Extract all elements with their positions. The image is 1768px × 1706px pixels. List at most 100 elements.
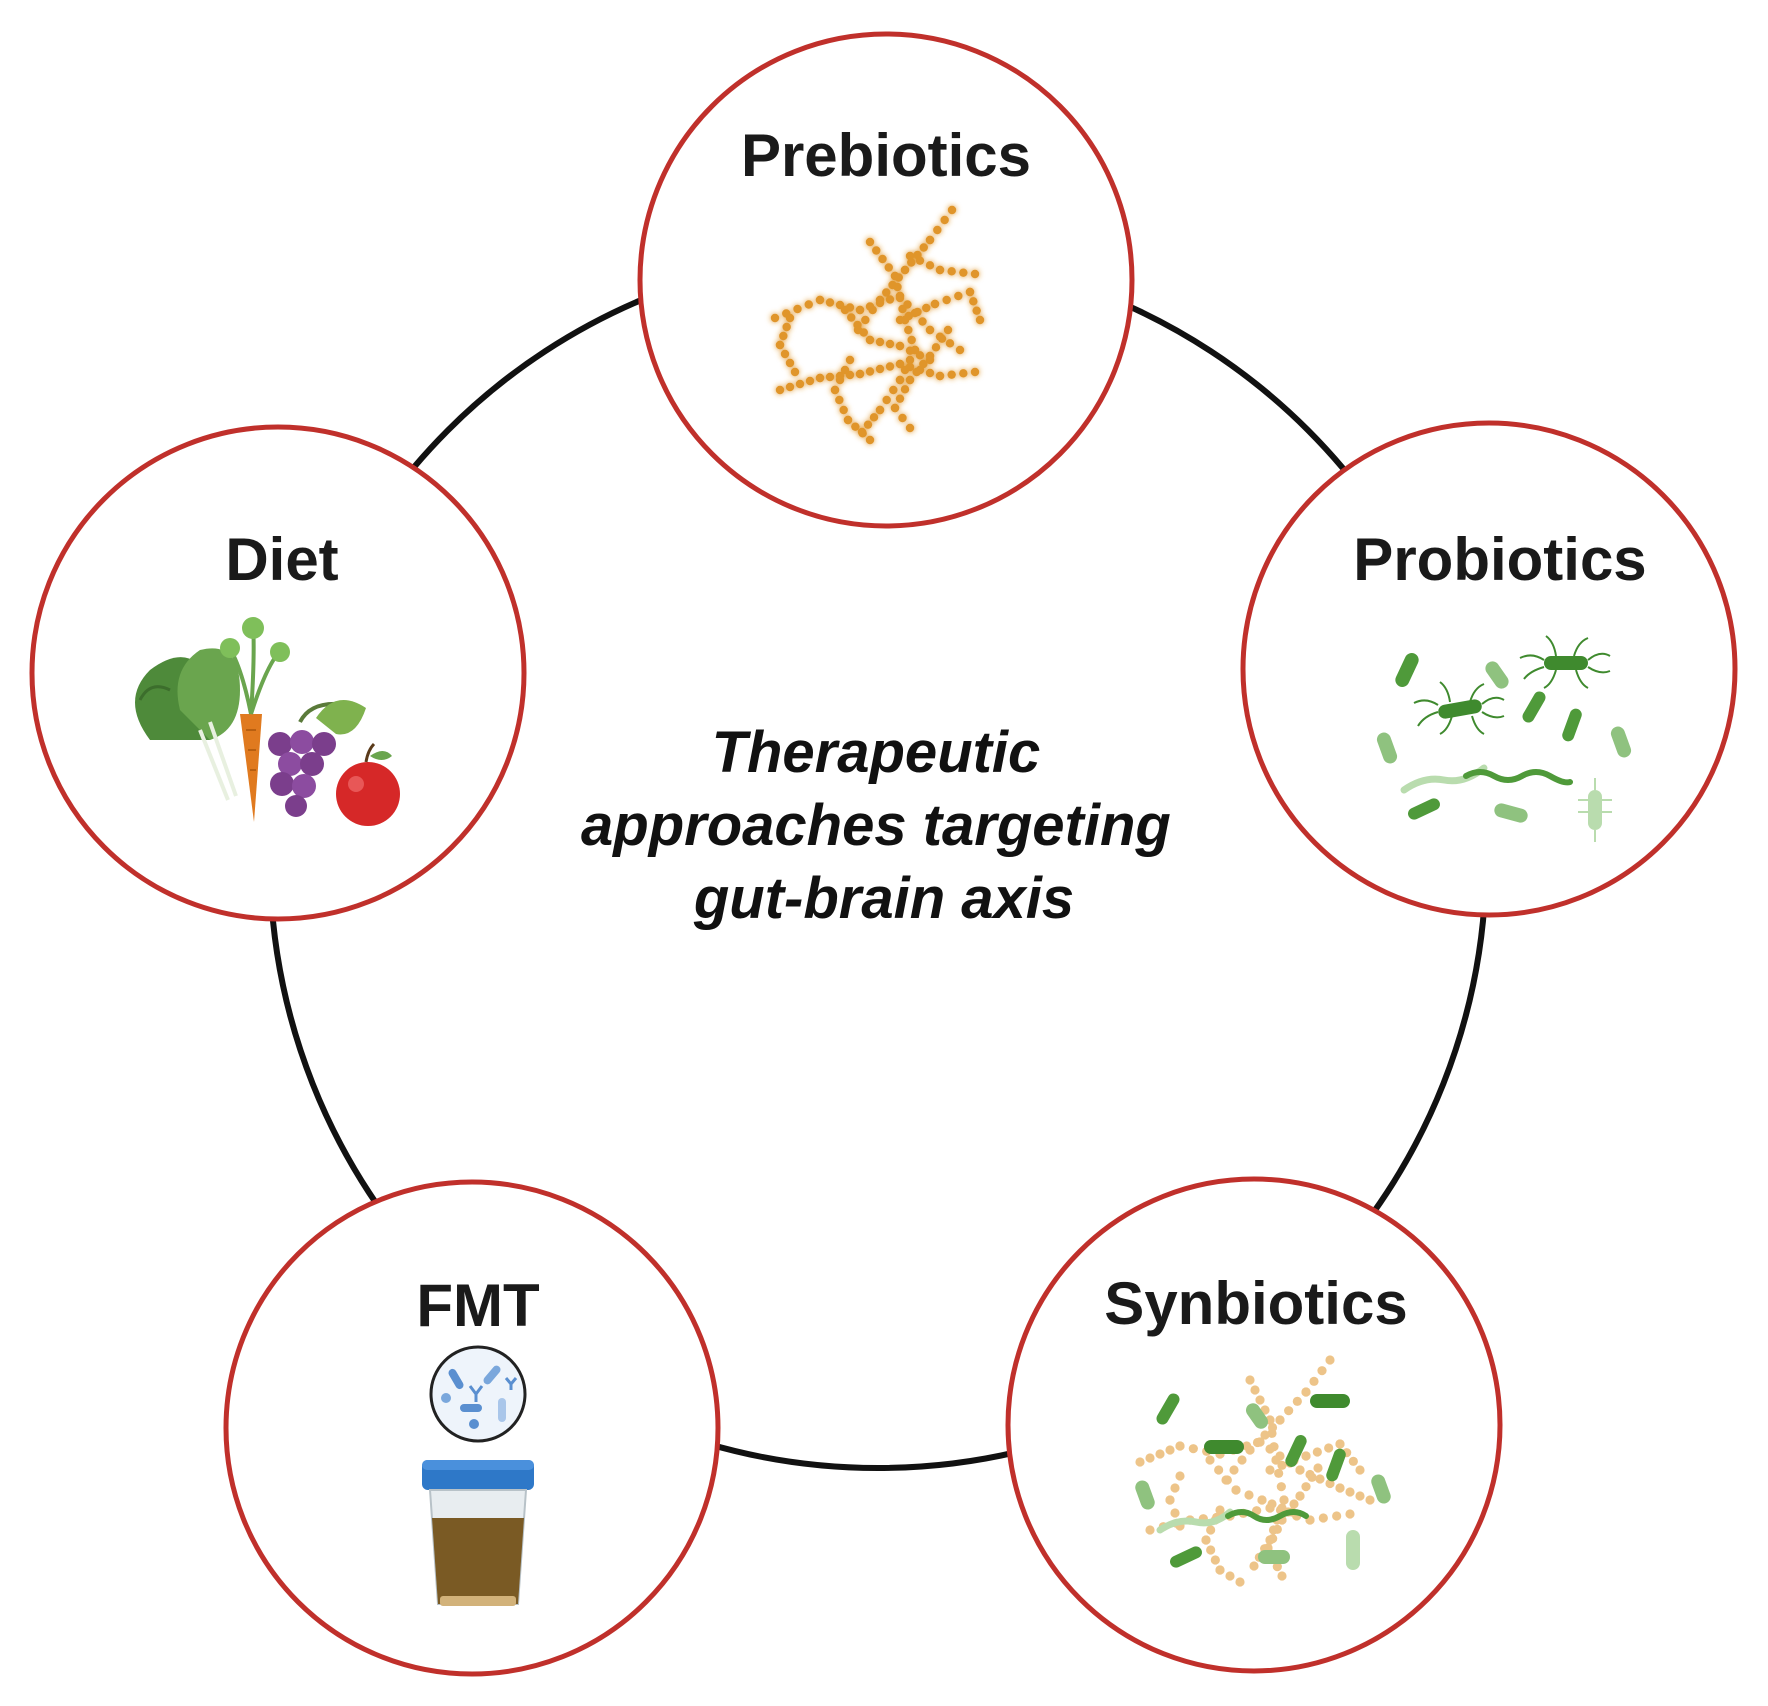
fiber-bead: [1170, 1483, 1180, 1493]
fiber-bead: [790, 367, 800, 377]
fiber-bead: [1222, 1475, 1232, 1485]
fiber-bead: [905, 362, 915, 372]
fiber-bead: [845, 355, 855, 365]
fiber-bead: [1275, 1415, 1285, 1425]
fiber-bead: [900, 265, 910, 275]
fiber-bead: [861, 315, 870, 325]
fiber-bead: [925, 368, 935, 378]
fiber-bead: [895, 341, 905, 351]
fiber-bead: [863, 420, 873, 429]
fiber-bead: [793, 304, 802, 314]
fiber-bead: [1309, 1376, 1319, 1386]
fiber-bead: [945, 339, 955, 348]
fiber-bead: [804, 300, 813, 309]
fiber-bead: [1252, 1437, 1263, 1448]
fiber-bead: [975, 315, 985, 325]
fiber-bead: [875, 405, 885, 415]
fiber-bead: [859, 328, 868, 337]
fiber-bead: [1237, 1455, 1247, 1465]
fiber-bead: [825, 372, 835, 382]
fiber-bead: [882, 395, 891, 405]
fiber-bead: [770, 313, 780, 323]
fiber-bead: [959, 369, 968, 378]
fiber-bead: [851, 422, 860, 431]
fiber-bead: [865, 335, 875, 345]
fiber-bead: [868, 305, 877, 315]
fiber-bead: [869, 413, 879, 422]
fiber-bead: [1210, 1555, 1220, 1565]
fiber-bead: [1244, 1490, 1254, 1500]
fiber-bead: [898, 304, 907, 314]
fiber-bead: [937, 334, 947, 343]
fiber-bead: [972, 306, 981, 315]
fiber-bead: [919, 243, 928, 252]
fiber-bead: [1271, 1455, 1281, 1465]
fiber-bead: [1135, 1457, 1145, 1467]
fiber-bead: [1267, 1499, 1277, 1509]
fiber-bead: [905, 375, 915, 385]
fiber-bead: [1295, 1465, 1305, 1475]
fiber-bead: [888, 280, 897, 290]
probiotics-label: Probiotics: [1353, 526, 1646, 593]
fiber-bead: [1214, 1465, 1224, 1475]
fiber-bead: [875, 295, 885, 305]
fiber-bead: [875, 337, 885, 347]
fiber-bead: [1225, 1571, 1235, 1581]
fiber-bead: [1279, 1495, 1289, 1505]
fiber-bead: [1317, 1366, 1327, 1376]
fiber-bead: [779, 331, 788, 341]
fiber-bead: [1170, 1508, 1180, 1518]
fiber-bead: [782, 322, 791, 332]
fiber-bead: [940, 215, 949, 225]
fiber-bead: [1345, 1509, 1355, 1519]
fiber-bead: [840, 365, 850, 375]
fiber-bead: [1245, 1445, 1255, 1455]
node-fmt: FMT: [223, 1179, 721, 1677]
fiber-bead: [853, 320, 862, 330]
fiber-bead: [1355, 1465, 1365, 1475]
fiber-bead: [1269, 1442, 1279, 1452]
fiber-bead: [865, 435, 875, 445]
fiber-bead: [840, 305, 850, 315]
fiber-bead: [1215, 1565, 1225, 1575]
fiber-bead: [1315, 1474, 1325, 1484]
fiber-bead: [795, 379, 805, 389]
fiber-bead: [889, 385, 898, 395]
fiber-bead: [898, 413, 907, 423]
fiber-bead: [1335, 1483, 1345, 1493]
fiber-bead: [805, 376, 815, 386]
fiber-bead: [885, 339, 895, 349]
fiber-bead: [1345, 1487, 1355, 1497]
prebiotics-label: Prebiotics: [741, 122, 1031, 189]
fiber-bead: [925, 325, 935, 335]
fiber-bead: [1165, 1495, 1175, 1505]
fiber-bead: [1295, 1491, 1305, 1501]
fiber-bead: [1324, 1443, 1334, 1453]
fiber-bead: [912, 367, 921, 377]
synbiotics-label: Synbiotics: [1104, 1270, 1407, 1337]
fiber-bead: [935, 265, 945, 275]
fiber-bead: [925, 351, 935, 361]
fiber-bead: [915, 351, 925, 360]
center-title-line-3: gut-brain axis: [693, 866, 1074, 931]
fiber-bead: [835, 395, 844, 405]
fiber-bead: [1277, 1571, 1287, 1581]
center-title-line-2: approaches targeting: [581, 793, 1171, 858]
fiber-bead: [1318, 1513, 1328, 1523]
fiber-bead: [1276, 1482, 1286, 1492]
fiber-chains-icon: [770, 205, 985, 445]
fiber-bead: [1267, 1422, 1278, 1433]
fiber-bead: [943, 325, 953, 335]
fiber-bead: [785, 358, 795, 368]
fiber-bead: [904, 325, 913, 335]
center-title-line-1: Therapeutic: [712, 720, 1041, 785]
fiber-bead: [895, 315, 905, 325]
fiber-bead: [775, 385, 785, 395]
fiber-bead: [1301, 1451, 1311, 1461]
fiber-bead: [885, 295, 895, 304]
fiber-bead: [1292, 1396, 1302, 1406]
fiber-bead: [905, 423, 915, 433]
fiber-bead: [815, 373, 825, 383]
fiber-bead: [855, 305, 865, 315]
fiber-bead: [1268, 1534, 1278, 1544]
